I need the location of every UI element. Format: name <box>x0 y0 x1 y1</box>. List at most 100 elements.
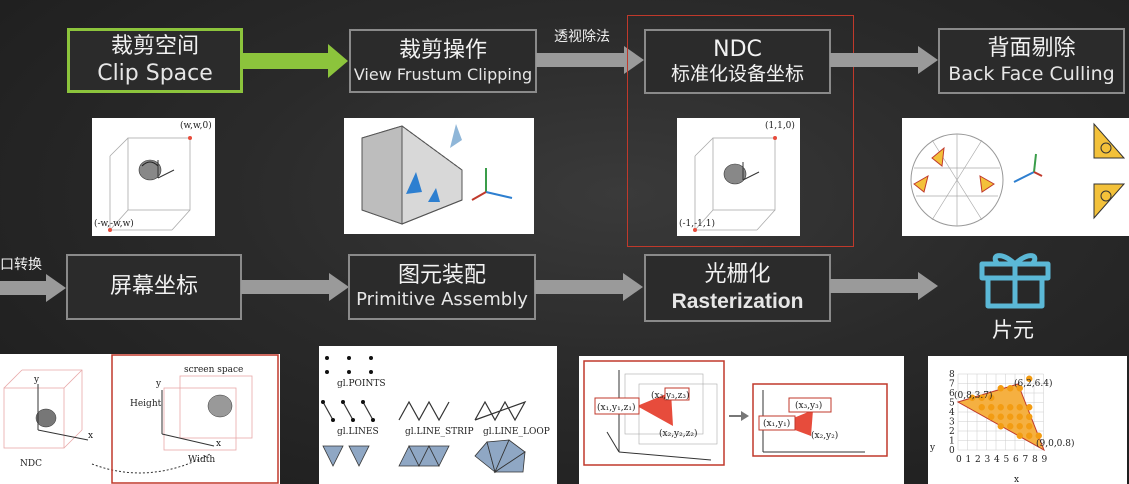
grid-y-tick: 8 <box>949 370 955 380</box>
raster-zh: 光栅化 <box>704 262 771 288</box>
grid-y-tick: 5 <box>949 399 955 409</box>
grid-y-tick: 4 <box>949 408 955 418</box>
fragment-label: 片元 <box>992 318 1034 342</box>
raster-fragment-dot <box>997 404 1004 411</box>
grid-x-tick: 8 <box>1032 455 1038 465</box>
raster-fragment-dot <box>988 413 995 420</box>
raster-fragment-dot <box>988 394 995 401</box>
ndc-box: NDC 标准化设备坐标 <box>644 29 831 94</box>
raster-p2: (x₂,y₂,z₂) <box>659 428 697 439</box>
lines-label: gl.LINES <box>337 427 379 437</box>
clip-space-zh: 裁剪空间 <box>110 34 199 60</box>
grid-x-tick: 7 <box>1023 455 1029 465</box>
grid-x-tick: 2 <box>975 455 981 465</box>
raster-fragment-dot <box>1035 432 1042 439</box>
raster-fragment-dot <box>1016 413 1023 420</box>
raster-fragment-dot <box>969 394 976 401</box>
backface-box: 背面剔除 Back Face Culling <box>938 28 1125 94</box>
grid-y-tick: 2 <box>949 427 955 437</box>
raster-fragment-dot <box>1007 404 1014 411</box>
ndc-corner-bottom: (-1,-1,1) <box>679 218 715 229</box>
raster-fragment-dot <box>988 404 995 411</box>
grid-y-tick: 3 <box>949 418 955 428</box>
arrow-screen-assembly <box>241 273 349 301</box>
raster-fragment-dot <box>997 413 1004 420</box>
gift-icon <box>979 253 1051 309</box>
grid-point-b: (6,2,6.4) <box>1014 378 1053 389</box>
arrow-assembly-raster <box>535 273 643 301</box>
raster-fragment-dot <box>1026 423 1033 430</box>
raster-fragment-dot <box>1007 413 1014 420</box>
clip-corner-bottom: (-w,-w,w) <box>94 218 134 229</box>
line-loop-label: gl.LINE_LOOP <box>483 427 550 437</box>
raster-p3: (x₃,y₃,z₃) <box>651 390 689 401</box>
clipping-zh: 裁剪操作 <box>398 38 487 64</box>
raster-fragment-dot <box>1016 385 1023 392</box>
green-arrow <box>242 44 348 78</box>
grid-point-c: (9,0,0.8) <box>1036 438 1075 449</box>
backface-thumbnail <box>902 118 1129 236</box>
line-strip-label: gl.LINE_STRIP <box>405 427 474 437</box>
raster-fragment-dot <box>978 394 985 401</box>
grid-x-axis: x <box>1014 475 1019 484</box>
grid-x-tick: 4 <box>994 455 1000 465</box>
svg-text:x: x <box>88 431 93 441</box>
assembly-en: Primitive Assembly <box>356 289 528 311</box>
clip-corner-top: (w,w,0) <box>180 120 212 131</box>
assembly-zh: 图元装配 <box>397 263 486 288</box>
clipping-en: View Frustum Clipping <box>353 64 533 84</box>
grid-y-tick: 0 <box>949 446 955 456</box>
screen-space-title: screen space <box>184 365 243 375</box>
raster-fragment-dot <box>1007 423 1014 430</box>
assembly-box: 图元装配 Primitive Assembly <box>348 254 536 320</box>
raster-fragment-dot <box>1026 375 1033 382</box>
raster-fragment-dot <box>997 423 1004 430</box>
rasterization-thumbnail: (x₁,y₁,z₁) (x₃,y₃,z₃) (x₂,y₂,z₂) (x₁,y₁)… <box>579 356 904 484</box>
grid-x-tick: 3 <box>985 455 991 465</box>
backface-zh: 背面剔除 <box>987 36 1076 62</box>
svg-text:x: x <box>216 439 221 449</box>
raster-fragment-dot <box>978 404 985 411</box>
ndc-corner-top: (1,1,0) <box>765 120 795 131</box>
cut-off-title <box>60 0 480 6</box>
frustum-thumbnail <box>344 118 534 234</box>
raster-fragment-dot <box>1026 404 1033 411</box>
clip-space-en: Clip Space <box>97 60 213 86</box>
grid-x-tick: 1 <box>966 455 972 465</box>
grid-y-tick: 6 <box>949 389 955 399</box>
grid-point-a: (0,8,3.7) <box>954 390 993 401</box>
raster-fragment-dot <box>1016 423 1023 430</box>
raster-en: Rasterization <box>671 289 804 313</box>
grid-y-tick: 7 <box>949 380 955 390</box>
arrow-clipping-ndc <box>536 46 644 74</box>
arrow-raster-fragment <box>830 272 938 300</box>
grid-x-tick: 9 <box>1042 455 1048 465</box>
ndc-title: NDC <box>713 36 762 62</box>
svg-text:y: y <box>33 375 40 385</box>
screen-height-label: Height <box>130 399 162 409</box>
ndc-thumbnail: (1,1,0) (-1,-1,1) <box>677 118 800 236</box>
grid-x-tick: 5 <box>1004 455 1010 465</box>
clipping-box: 裁剪操作 View Frustum Clipping <box>349 29 537 93</box>
screen-coords-box: 屏幕坐标 <box>66 254 242 320</box>
screen-width-label: Width <box>188 455 215 465</box>
raster-box: 光栅化 Rasterization <box>644 254 831 322</box>
grid-x-tick: 6 <box>1013 455 1019 465</box>
clip-space-thumbnail: (w,w,0) (-w,-w,w) <box>92 118 215 236</box>
raster-fragment-dot <box>1007 385 1014 392</box>
viewport-transform-label: 视口转换 <box>0 257 42 273</box>
points-label: gl.POINTS <box>337 379 386 389</box>
raster-fragment-dot <box>1016 404 1023 411</box>
ndc-subtitle: 标准化设备坐标 <box>670 63 804 86</box>
grid-y-axis: y <box>929 443 936 453</box>
primitive-assembly-thumbnail: gl.POINTS gl.LINES gl.LINE_STRIP gl.LINE… <box>319 346 557 484</box>
raster-fragment-dot <box>1026 413 1033 420</box>
svg-text:y: y <box>155 379 162 389</box>
ndc-highlight-frame <box>627 15 854 247</box>
raster-fragment-dot <box>1026 432 1033 439</box>
raster-q3: (x₃,y₃) <box>795 400 822 411</box>
raster-fragment-dot <box>997 385 1004 392</box>
raster-q1: (x₁,y₁) <box>763 418 790 429</box>
